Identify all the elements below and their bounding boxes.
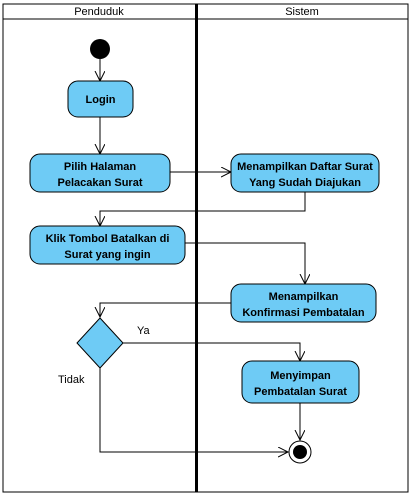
activity-klik-tombol-line2: Surat yang ingin — [64, 249, 150, 261]
activity-pilih-halaman-line2: Pelacakan Surat — [58, 177, 143, 189]
activity-menampilkan-daftar-line2: Yang Sudah Diajukan — [249, 177, 361, 189]
activity-menampilkan-konfirmasi: Menampilkan Konfirmasi Pembatalan — [230, 283, 377, 323]
activity-menyimpan-line1: Menyimpan — [270, 370, 331, 382]
activity-pilih-halaman-line1: Pilih Halaman — [64, 161, 136, 173]
activity-menampilkan-daftar: Menampilkan Daftar Surat Yang Sudah Diaj… — [230, 153, 380, 193]
initial-node — [90, 39, 110, 59]
swimlane-frame — [2, 3, 409, 493]
activity-menyimpan: Menyimpan Pembatalan Surat — [241, 360, 360, 404]
activity-menyimpan-line2: Pembatalan Surat — [254, 386, 347, 398]
activity-menampilkan-konfirmasi-line1: Menampilkan — [269, 291, 339, 303]
control-flows — [100, 59, 305, 452]
activity-login-label: Login — [86, 94, 116, 106]
activity-klik-tombol-line1: Klik Tombol Batalkan di — [46, 233, 170, 245]
lane-title-penduduk: Penduduk — [74, 6, 124, 18]
lane-title-sistem: Sistem — [285, 6, 319, 18]
activity-menampilkan-daftar-line1: Menampilkan Daftar Surat — [237, 161, 373, 173]
guard-yes: Ya — [137, 325, 151, 337]
final-node — [288, 440, 312, 464]
activity-menampilkan-konfirmasi-line2: Konfirmasi Pembatalan — [242, 307, 365, 319]
activity-login: Login — [67, 80, 134, 118]
activity-klik-tombol: Klik Tombol Batalkan di Surat yang ingin — [29, 225, 186, 265]
guard-no: Tidak — [58, 374, 85, 386]
activity-pilih-halaman: Pilih Halaman Pelacakan Surat — [29, 153, 171, 193]
decision-node — [76, 317, 124, 369]
